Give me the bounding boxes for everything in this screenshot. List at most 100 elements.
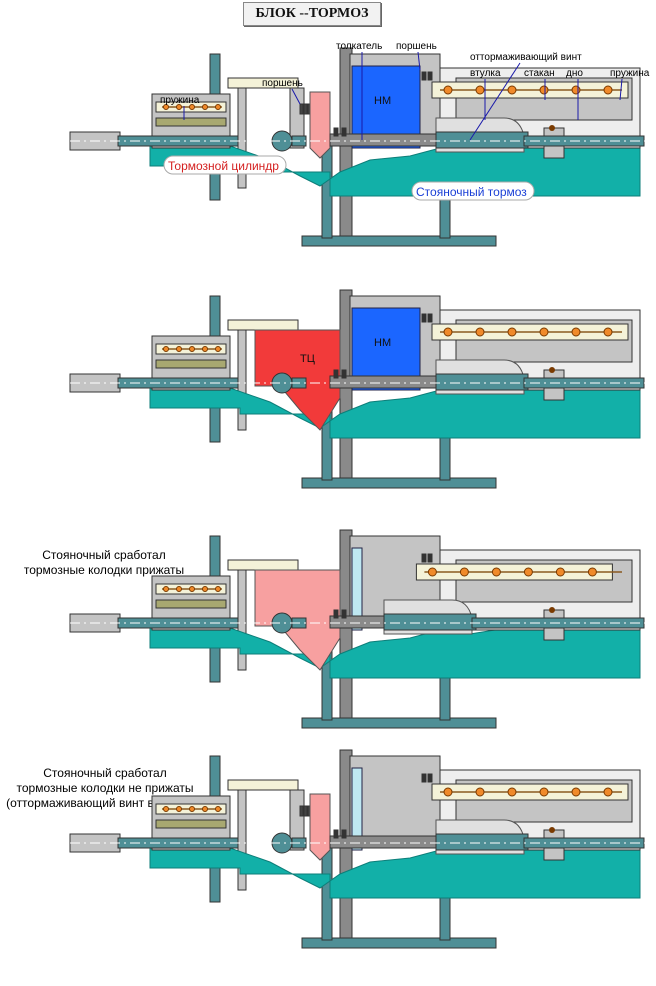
spring-coil xyxy=(176,586,182,592)
parking-spring-coil xyxy=(427,567,437,577)
parking-spring-coil xyxy=(443,85,453,95)
spring-coil xyxy=(189,586,195,592)
panel4-caption-line2: тормозные колодки не прижаты xyxy=(16,781,194,795)
piston-seal xyxy=(303,103,308,115)
parking-spring-coil xyxy=(491,567,501,577)
cup-bottom-pin xyxy=(549,607,555,613)
release-screw xyxy=(383,613,477,631)
seal-block xyxy=(341,127,347,137)
panel4-caption-line1: Стояночный сработал xyxy=(43,766,167,780)
seal-block xyxy=(427,71,433,81)
label-sleeve: втулка xyxy=(470,68,501,79)
hm-chamber xyxy=(351,767,363,851)
seal-block xyxy=(427,553,433,563)
parking-spring-coil xyxy=(507,85,517,95)
piston-top-plate xyxy=(227,319,299,331)
spring-coil xyxy=(163,806,169,812)
parking-spring-coil xyxy=(443,327,453,337)
piston-seal xyxy=(303,805,308,817)
spring-coil xyxy=(215,346,221,352)
parking-spring-coil xyxy=(571,327,581,337)
tc-label: ТЦ xyxy=(300,353,315,365)
panel3-caption-line1: Стояночный сработал xyxy=(42,548,166,562)
spring-coil xyxy=(176,104,182,110)
seal-block xyxy=(427,313,433,323)
spring-coil xyxy=(163,586,169,592)
label-parking-brake: Стояночный тормоз xyxy=(416,185,527,199)
parking-spring-coil xyxy=(507,327,517,337)
leader-piston2 xyxy=(417,51,421,71)
piston-seal xyxy=(299,805,304,817)
parking-spring-coil xyxy=(443,787,453,797)
spring-guide xyxy=(155,819,227,829)
parking-spring-coil xyxy=(459,567,469,577)
cup-bottom-pin xyxy=(549,827,555,833)
seal-block xyxy=(333,829,339,839)
brake-piston xyxy=(289,789,305,851)
parking-spring-coil xyxy=(475,787,485,797)
brake-cylinder-chamber xyxy=(309,91,331,159)
parking-spring-coil xyxy=(603,327,613,337)
seal-block xyxy=(341,829,347,839)
parking-housing-top xyxy=(349,755,441,841)
spring-coil xyxy=(215,586,221,592)
piston-top-plate xyxy=(227,559,299,571)
release-screw xyxy=(435,131,529,149)
parking-spring-coil xyxy=(571,85,581,95)
spring-coil xyxy=(189,104,195,110)
spring-coil xyxy=(202,346,208,352)
parking-spring-coil xyxy=(507,787,517,797)
spring-coil xyxy=(163,104,169,110)
spring-coil xyxy=(202,586,208,592)
label-spring2: пружина xyxy=(610,68,650,79)
parking-spring-coil xyxy=(555,567,565,577)
piston-seal xyxy=(299,103,304,115)
seal-block xyxy=(333,369,339,379)
parking-spring-coil xyxy=(475,85,485,95)
parking-spring-coil xyxy=(603,85,613,95)
leader-piston xyxy=(291,88,301,105)
label-pusher: толкатель xyxy=(336,41,382,52)
base-rail xyxy=(301,937,497,949)
label-brake-cylinder: Тормозной цилиндр xyxy=(168,159,279,173)
cup-bottom-pin xyxy=(549,367,555,373)
label-spring: пружина xyxy=(160,95,200,106)
spring-guide xyxy=(155,117,227,127)
hm-label: НМ xyxy=(374,337,391,349)
spring-guide xyxy=(155,359,227,369)
panel3-caption: Стояночный сработал тормозные колодки пр… xyxy=(4,548,204,578)
spring-coil xyxy=(163,346,169,352)
release-screw xyxy=(435,373,529,391)
parking-spring-coil xyxy=(571,787,581,797)
seal-block xyxy=(341,369,347,379)
spring-coil xyxy=(176,806,182,812)
spring-coil xyxy=(189,346,195,352)
parking-spring-coil xyxy=(523,567,533,577)
seal-block xyxy=(421,313,427,323)
spring-coil xyxy=(215,806,221,812)
seal-block xyxy=(421,553,427,563)
cup-bottom-pin xyxy=(549,125,555,131)
label-piston2: поршень xyxy=(396,41,437,52)
spring-coil xyxy=(202,104,208,110)
spring-coil xyxy=(176,346,182,352)
brake-panel-2: ТЦ НМ xyxy=(69,289,650,489)
spring-coil xyxy=(189,806,195,812)
diagram-title: БЛОК --ТОРМОЗ xyxy=(243,2,381,26)
base-rail xyxy=(301,717,497,729)
brake-cylinder-callout xyxy=(163,155,287,175)
brake-panel-4 xyxy=(69,749,650,949)
panel3-caption-line2: тормозные колодки прижаты xyxy=(23,563,185,577)
seal-block xyxy=(427,773,433,783)
seal-block xyxy=(421,773,427,783)
release-screw xyxy=(435,833,529,851)
label-piston: поршень xyxy=(262,78,303,89)
brake-cylinder-chamber xyxy=(309,793,331,861)
piston-top-plate xyxy=(227,779,299,791)
base-rail xyxy=(301,477,497,489)
spring-coil xyxy=(202,806,208,812)
label-cup: стакан xyxy=(524,68,555,79)
parking-spring-coil xyxy=(603,787,613,797)
